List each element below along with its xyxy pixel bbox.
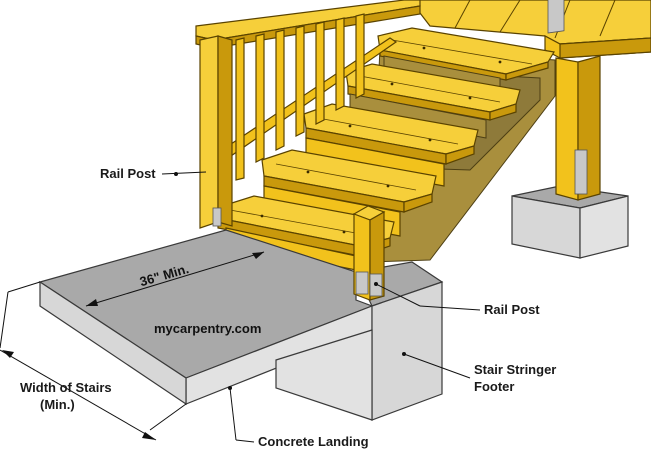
rail-post-upper-label: Rail Post: [100, 166, 156, 181]
stair-treads: [215, 27, 555, 271]
stair-stringer-footer-label-line2: Footer: [474, 379, 514, 394]
stair-railing: [195, 0, 421, 229]
width-of-stairs-label-line1: Width of Stairs: [20, 380, 112, 395]
width-dimension: [0, 281, 187, 441]
concrete-landing-leader: [229, 387, 237, 441]
deck-frame: [409, 0, 651, 201]
concrete-pier: [511, 185, 629, 259]
rail-post-upper: [199, 35, 233, 229]
watermark: mycarpentry.com: [154, 321, 261, 336]
stair-stringer-footer-label-line1: Stair Stringer: [474, 362, 556, 377]
width-of-stairs-label-line2: (Min.): [40, 397, 75, 412]
rail-post-upper-leader: [161, 171, 207, 175]
rail-post-lower-label: Rail Post: [484, 302, 540, 317]
stringer-footer-leader: [403, 353, 471, 379]
concrete-landing: [38, 229, 444, 421]
concrete-landing-label: Concrete Landing: [258, 434, 369, 449]
rail-post-lower-leader: [375, 283, 421, 307]
